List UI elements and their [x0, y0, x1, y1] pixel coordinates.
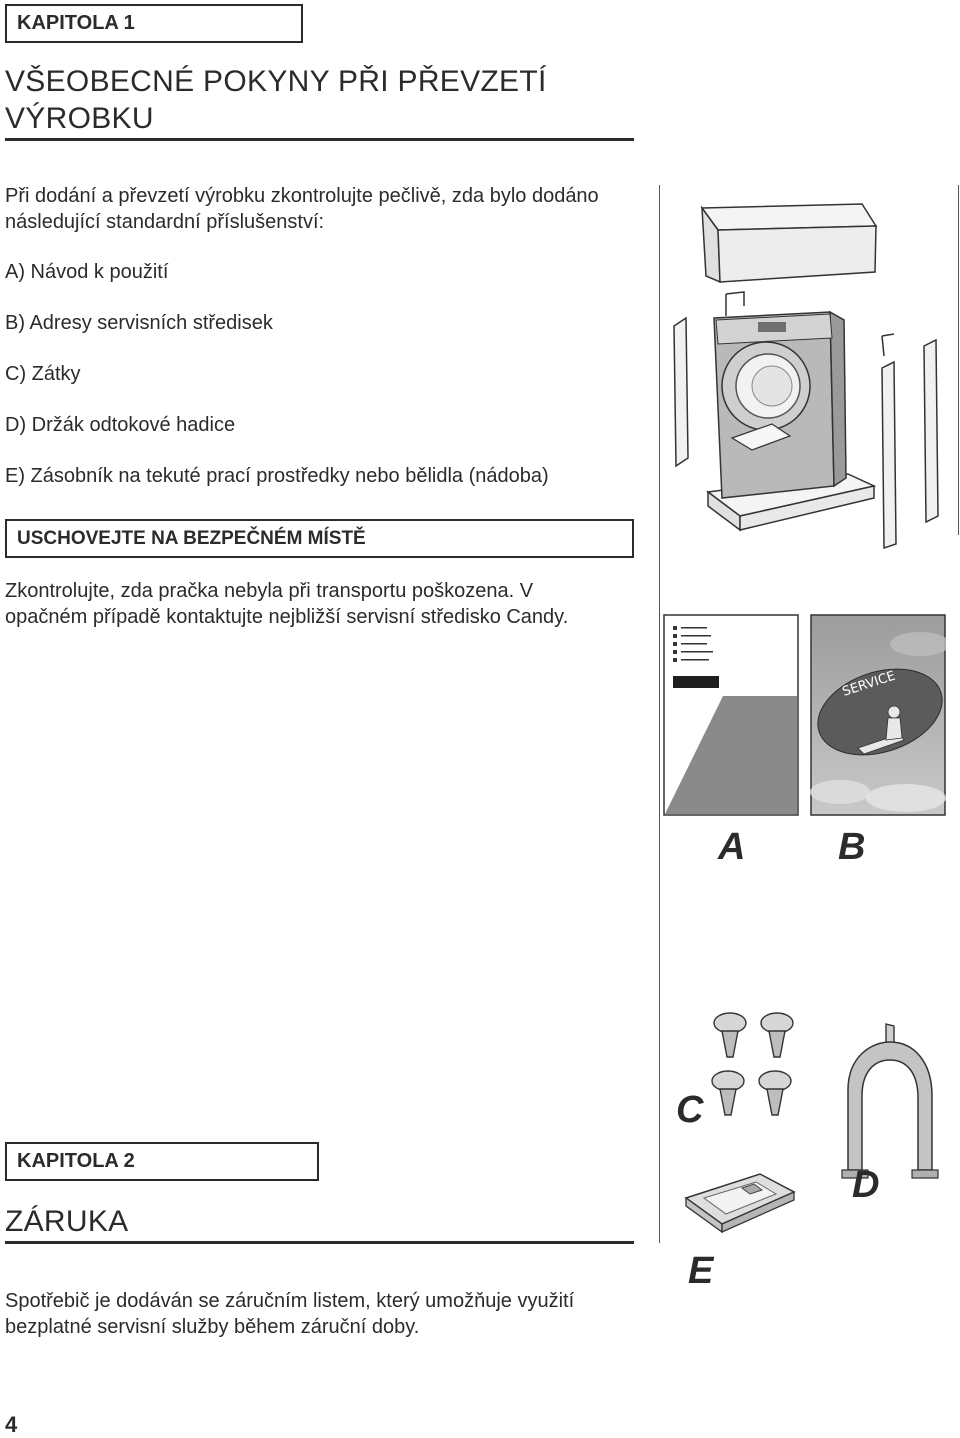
warranty-line2: bezplatné servisní služby během záruční …: [5, 1316, 420, 1338]
accessory-item-c: C) Zátky: [5, 363, 81, 385]
figure-right-border: [958, 185, 959, 535]
warranty-paragraph: Spotřebič je dodáván se záručním listem,…: [5, 1288, 574, 1340]
figure-left-border: [659, 185, 660, 1243]
notice-text: USCHOVEJTE NA BEZPEČNÉM MÍSTĚ: [17, 527, 366, 549]
service-booklet-illustration: SERVICE: [810, 614, 946, 816]
accessory-item-d: D) Držák odtokové hadice: [5, 414, 236, 436]
hose-holder-illustration: [841, 1023, 939, 1179]
accessory-item-b: B) Adresy servisních středisek: [5, 312, 273, 334]
check-line1: Zkontrolujte, zda pračka nebyla při tran…: [5, 580, 534, 602]
label-e: E: [688, 1250, 714, 1292]
check-paragraph: Zkontrolujte, zda pračka nebyla při tran…: [5, 578, 568, 630]
accessory-item-a: A) Návod k použití: [5, 261, 169, 283]
packaging-illustration: [673, 203, 939, 550]
chapter1-title-rule: [5, 138, 634, 141]
washing-machine: [713, 310, 847, 499]
chapter2-title-rule: [5, 1241, 634, 1244]
notice-box: USCHOVEJTE NA BEZPEČNÉM MÍSTĚ: [5, 519, 634, 558]
chapter2-label: KAPITOLA 2: [17, 1150, 135, 1172]
warranty-line1: Spotřebič je dodáván se záručním listem,…: [5, 1290, 575, 1312]
label-a: A: [718, 826, 746, 868]
intro-line2: následující standardní příslušenství:: [5, 211, 325, 233]
chapter1-label: KAPITOLA 1: [17, 12, 135, 34]
label-c: C: [676, 1089, 704, 1131]
chapter1-intro: Při dodání a převzetí výrobku zkontroluj…: [5, 183, 599, 235]
plug-icon: [758, 1070, 792, 1116]
plug-icon: [760, 1012, 794, 1058]
accessory-item-e: E) Zásobník na tekuté prací prostředky n…: [5, 465, 549, 487]
plugs-illustration: [711, 1012, 794, 1116]
label-d: D: [852, 1164, 880, 1206]
label-b: B: [838, 826, 866, 868]
chapter2-label-box: KAPITOLA 2: [5, 1142, 319, 1181]
plug-icon: [711, 1070, 745, 1116]
page-number: 4: [5, 1412, 18, 1437]
carton-top: [700, 203, 878, 284]
intro-line1: Při dodání a převzetí výrobku zkontroluj…: [5, 185, 599, 207]
chapter1-title-line1: VŠEOBECNÉ POKYNY PŘI PŘEVZETÍ: [5, 65, 547, 98]
manual-illustration: [663, 614, 799, 816]
check-line2: opačném případě kontaktujte nejbližší se…: [5, 606, 569, 628]
chapter2-title: ZÁRUKA: [5, 1205, 129, 1238]
chapter1-label-box: KAPITOLA 1: [5, 4, 303, 43]
plug-icon: [713, 1012, 747, 1058]
chapter1-title-line2: VÝROBKU: [5, 102, 154, 135]
chapter1-title: VŠEOBECNÉ POKYNY PŘI PŘEVZETÍ VÝROBKU: [5, 63, 547, 137]
detergent-container-illustration: [684, 1173, 796, 1234]
